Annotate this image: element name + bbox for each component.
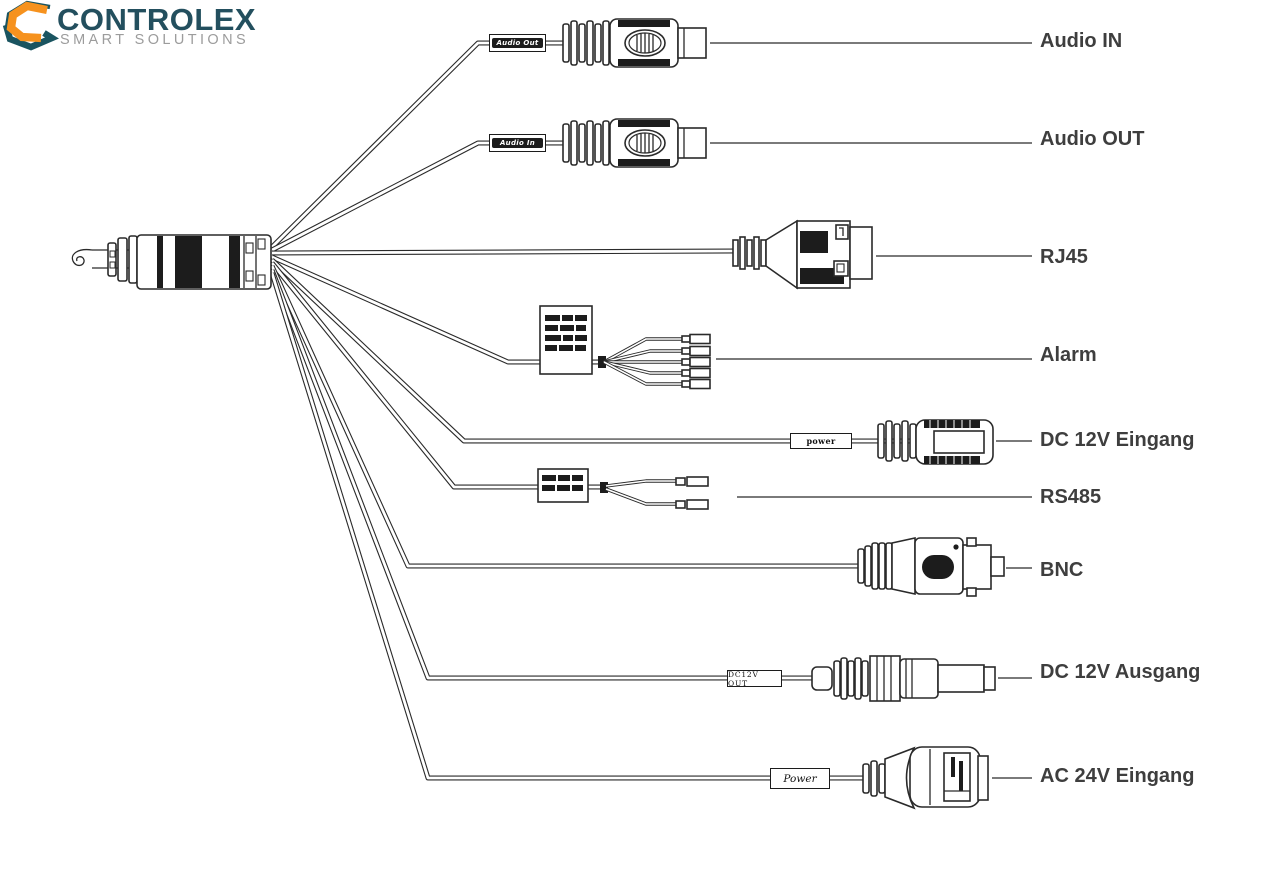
logo-tagline: SMART SOLUTIONS <box>60 32 250 48</box>
cable-tag-dc12v-out-text: DC12V OUT <box>728 670 759 687</box>
dc-12v-eingang-connector <box>877 419 994 465</box>
logo-mark-icon <box>2 0 59 51</box>
rs485-tag-microtext <box>542 475 583 491</box>
cable-tag-ac-power: Power <box>770 768 830 789</box>
audio-out-rca-connector <box>562 118 707 168</box>
connector-label-rj45: RJ45 <box>1040 246 1088 268</box>
logo-mark-teal-bottom <box>2 24 59 51</box>
connector-label-ac-24v-eingang: AC 24V Eingang <box>1040 765 1195 787</box>
cable-tag-audio-in: Audio In <box>489 134 546 152</box>
cable-tag-power-in-text: power <box>806 436 836 446</box>
ac-24v-eingang-connector <box>862 746 989 810</box>
rj45-connector <box>732 219 873 290</box>
bnc-connector <box>857 537 1005 597</box>
alarm-branch <box>539 305 711 390</box>
cable-tag-audio-in-text: Audio In <box>492 138 543 148</box>
connector-label-dc-12v-ausgang: DC 12V Ausgang <box>1040 661 1201 683</box>
dc-12v-ausgang-connector <box>811 655 996 702</box>
logo-brand: CONTROLEX <box>57 2 257 37</box>
cable-tag-ac-power-text: Power <box>783 772 817 785</box>
connector-label-rs485: RS485 <box>1040 486 1102 508</box>
cable-tag-dc12v-out: DC12V OUT <box>727 670 782 687</box>
main-cable-junction <box>71 234 272 290</box>
connector-label-audio-in: Audio IN <box>1040 30 1123 52</box>
rs485-wire-terminals <box>675 476 709 510</box>
rs485-branch <box>537 468 709 510</box>
cable-curl <box>71 248 93 267</box>
cable-tag-audio-out: Audio Out <box>489 34 546 52</box>
cable-tag-power-in: power <box>790 433 852 449</box>
cable-tag-audio-out-text: Audio Out <box>492 38 543 48</box>
logo-mark-orange-ring <box>6 1 48 43</box>
connector-label-alarm: Alarm <box>1040 344 1097 366</box>
connector-label-dc-12v-eingang: DC 12V Eingang <box>1040 429 1195 451</box>
connector-label-audio-out: Audio OUT <box>1040 128 1145 150</box>
label-leader-lines <box>710 42 1032 779</box>
alarm-wire-terminals <box>681 333 711 390</box>
alarm-tag-microtext <box>545 315 587 351</box>
connector-label-bnc: BNC <box>1040 559 1084 581</box>
audio-in-rca-connector <box>562 18 707 68</box>
